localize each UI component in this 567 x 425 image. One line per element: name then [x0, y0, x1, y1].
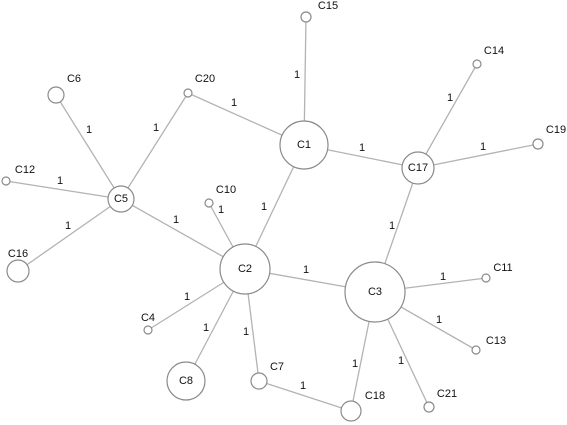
node-label-c14: C14 — [484, 45, 504, 57]
node-c8 — [166, 361, 206, 401]
node-c19 — [532, 138, 544, 150]
node-label-c5: C5 — [114, 193, 128, 205]
edge-weight-c5-c2: 1 — [173, 214, 179, 226]
node-c11 — [481, 273, 491, 283]
node-c12 — [1, 176, 11, 186]
edge-weight-c7-c18: 1 — [300, 380, 306, 392]
edge-weight-c5-c12: 1 — [57, 175, 63, 187]
node-label-c20: C20 — [195, 73, 215, 85]
edge-weight-c3-c18: 1 — [352, 358, 358, 370]
node-label-c18: C18 — [365, 390, 385, 402]
node-c5 — [107, 185, 135, 213]
node-c6 — [47, 86, 65, 104]
node-c1 — [279, 120, 329, 170]
node-label-c11: C11 — [493, 262, 512, 274]
edge-c7-c18 — [258, 380, 352, 412]
edge-weights-layer: 1 1 1 1 1 1 1 1 1 1 1 1 1 1 1 1 1 1 1 1 1 1 — [57, 69, 486, 392]
node-label-c10: C10 — [216, 184, 236, 196]
edge-weight-c17-c19: 1 — [480, 141, 486, 153]
node-label-c3: C3 — [368, 286, 382, 298]
edges-layer — [5, 16, 539, 412]
node-label-c1: C1 — [297, 139, 311, 151]
edge-weight-c3-c13: 1 — [436, 314, 442, 326]
edge-weight-c1-c17: 1 — [359, 142, 365, 154]
nodes-layer — [1, 11, 544, 422]
node-c10 — [204, 198, 214, 208]
edge-c5-c12 — [5, 180, 122, 200]
edge-weight-c1-c2: 1 — [261, 201, 267, 213]
edge-weight-c2-c10: 1 — [218, 204, 224, 216]
node-label-c4: C4 — [141, 312, 155, 324]
node-c18 — [340, 400, 362, 422]
edge-c17-c19 — [417, 143, 539, 169]
edge-weight-c2-c4: 1 — [184, 291, 190, 303]
node-c7 — [250, 372, 268, 390]
edge-weight-c2-c7: 1 — [243, 326, 249, 338]
edge-weight-c5-c6: 1 — [86, 124, 92, 136]
edge-weight-c5-c20: 1 — [153, 122, 159, 134]
node-label-c13: C13 — [486, 335, 506, 347]
node-c16 — [6, 259, 30, 283]
node-label-c12: C12 — [15, 164, 35, 176]
edge-weight-c1-c20: 1 — [231, 97, 237, 109]
node-label-c15: C15 — [318, 0, 338, 12]
edge-weight-c17-c3: 1 — [389, 220, 395, 232]
node-c4 — [143, 325, 153, 335]
edge-weight-c3-c21: 1 — [398, 355, 404, 367]
node-c20 — [183, 88, 193, 98]
edge-c17-c14 — [417, 63, 478, 169]
node-c21 — [423, 401, 435, 413]
edge-weight-c1-c15: 1 — [294, 69, 300, 81]
node-c15 — [300, 11, 312, 23]
edge-weight-c3-c11: 1 — [440, 271, 446, 283]
node-label-c16: C16 — [8, 248, 28, 260]
node-c17 — [401, 151, 435, 185]
node-c3 — [344, 261, 406, 323]
node-label-c8: C8 — [179, 375, 193, 387]
edge-c5-c20 — [120, 92, 189, 200]
node-label-c6: C6 — [67, 73, 81, 85]
edge-weight-c2-c3: 1 — [303, 264, 309, 276]
node-label-c2: C2 — [238, 263, 252, 275]
edge-weight-c17-c14: 1 — [447, 92, 453, 104]
edge-weight-c2-c8: 1 — [203, 322, 209, 334]
node-c13 — [471, 345, 481, 355]
node-label-c17: C17 — [408, 162, 428, 174]
node-c2 — [219, 243, 271, 295]
edge-weight-c5-c16: 1 — [65, 220, 71, 232]
node-c14 — [472, 59, 482, 69]
node-label-c7: C7 — [270, 361, 284, 373]
edge-c5-c16 — [17, 198, 122, 272]
edge-c5-c6 — [55, 94, 122, 200]
node-label-c21: C21 — [437, 388, 457, 400]
node-label-c19: C19 — [546, 124, 566, 136]
